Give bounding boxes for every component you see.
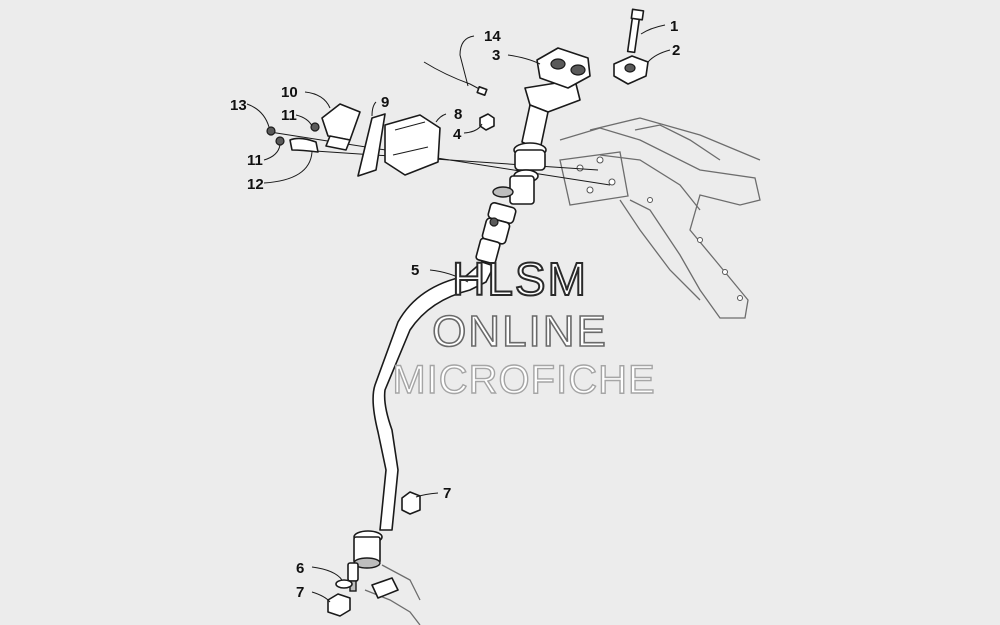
callout-2: 2 — [672, 42, 680, 59]
callout-labels: 1 2 3 4 5 6 7 7 8 9 10 11 11 12 13 14 — [230, 18, 680, 601]
watermark: HLSM ONLINE MICROFICHE — [392, 252, 656, 403]
plate-9 — [357, 113, 386, 177]
callout-9: 9 — [381, 94, 389, 111]
assembly-guide-line-2 — [299, 149, 599, 171]
screw-13 — [266, 126, 276, 136]
nut-7-bottom — [327, 593, 351, 617]
cable-end — [476, 86, 488, 96]
watermark-line-3: MICROFICHE — [392, 358, 655, 402]
watermark-line-1: HLSM — [452, 253, 588, 305]
bracket-10 — [321, 103, 361, 151]
callout-7-bottom: 7 — [296, 584, 304, 601]
callout-13: 13 — [230, 97, 247, 114]
watermark-line-2: ONLINE — [432, 307, 608, 356]
callout-11-top: 11 — [281, 107, 297, 124]
screw-11-bottom — [275, 136, 285, 146]
steering-shaft — [347, 261, 495, 592]
universal-joint — [475, 202, 517, 265]
callout-10: 10 — [281, 84, 298, 101]
steering-rack-fragment — [364, 564, 421, 625]
nut-7-top — [401, 491, 421, 515]
callout-12: 12 — [247, 176, 264, 193]
bracket-8 — [384, 114, 441, 176]
cap-bolt — [626, 8, 645, 54]
screw-11-top — [310, 122, 320, 132]
callout-5: 5 — [411, 262, 419, 279]
callout-3: 3 — [492, 47, 500, 64]
callout-14: 14 — [484, 28, 501, 45]
callout-11-bottom: 11 — [247, 152, 263, 169]
handlebar-cap — [613, 55, 649, 85]
callout-1: 1 — [670, 18, 678, 35]
leader-lines — [246, 24, 671, 603]
callout-7-top: 7 — [443, 485, 451, 502]
bearing-6 — [335, 579, 353, 589]
cable — [423, 61, 486, 93]
nut-4 — [479, 113, 495, 131]
clip-12 — [289, 137, 319, 153]
handlebar-clamp-lower — [536, 47, 591, 89]
callout-6: 6 — [296, 560, 304, 577]
assembly-guide-line — [269, 131, 611, 186]
callout-4: 4 — [453, 126, 462, 143]
vehicle-frame — [559, 117, 761, 319]
steering-post — [492, 79, 581, 205]
callout-8: 8 — [454, 106, 462, 123]
